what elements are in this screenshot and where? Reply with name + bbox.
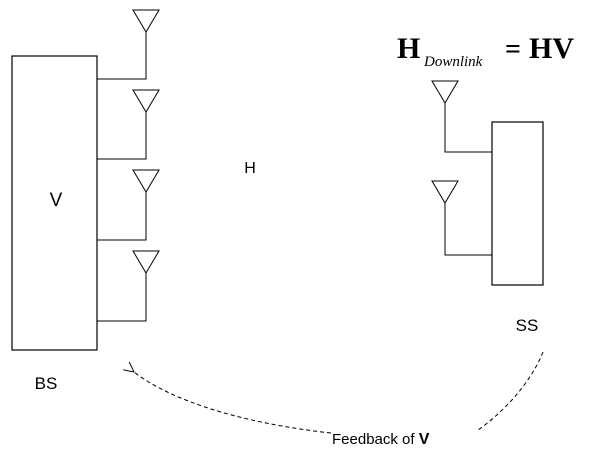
precoder-matrix-label: V bbox=[50, 190, 63, 211]
equation-equals-sign: = bbox=[505, 34, 521, 65]
feedback-label-prefix: Feedback of bbox=[332, 431, 419, 448]
bs-antenna-4-icon bbox=[132, 250, 160, 274]
feedback-label: Feedback of V bbox=[332, 431, 430, 448]
bs-antennas bbox=[132, 9, 160, 274]
equation-lhs-symbol: H bbox=[397, 32, 420, 65]
ss-antenna-feed-1 bbox=[444, 103, 492, 153]
feedback-path: Feedback of V bbox=[134, 351, 544, 448]
bs-antenna-feed-4 bbox=[97, 273, 147, 322]
bs-antenna-2-icon bbox=[132, 89, 160, 113]
ss-antenna-feeds bbox=[444, 103, 492, 256]
bs-antenna-feed-1 bbox=[97, 32, 147, 80]
channel-label: H bbox=[244, 160, 256, 177]
bs-antenna-feeds bbox=[97, 32, 147, 322]
subscriber-station-box bbox=[491, 121, 544, 286]
bs-antenna-1-icon bbox=[132, 9, 160, 33]
subscriber-station: SS bbox=[431, 80, 544, 335]
feedback-label-symbol: V bbox=[419, 431, 430, 448]
ss-antenna-2-icon bbox=[431, 180, 459, 204]
feedback-arrow bbox=[134, 372, 332, 434]
ss-antenna-1-icon bbox=[431, 80, 459, 104]
bs-antenna-3-icon bbox=[132, 169, 160, 193]
subscriber-station-label: SS bbox=[516, 316, 539, 335]
feedback-curve-right bbox=[477, 351, 544, 431]
bs-antenna-feed-2 bbox=[97, 112, 147, 160]
base-station: V BS bbox=[11, 9, 160, 393]
equation-rhs: HV bbox=[529, 32, 574, 65]
ss-antenna-feed-2 bbox=[444, 203, 492, 256]
ss-antennas bbox=[431, 80, 459, 204]
bs-antenna-feed-3 bbox=[97, 192, 147, 241]
base-station-label: BS bbox=[35, 374, 58, 393]
equation-lhs-subscript: Downlink bbox=[423, 54, 483, 70]
base-station-box bbox=[11, 55, 98, 351]
downlink-equation: H Downlink = HV bbox=[397, 32, 574, 70]
